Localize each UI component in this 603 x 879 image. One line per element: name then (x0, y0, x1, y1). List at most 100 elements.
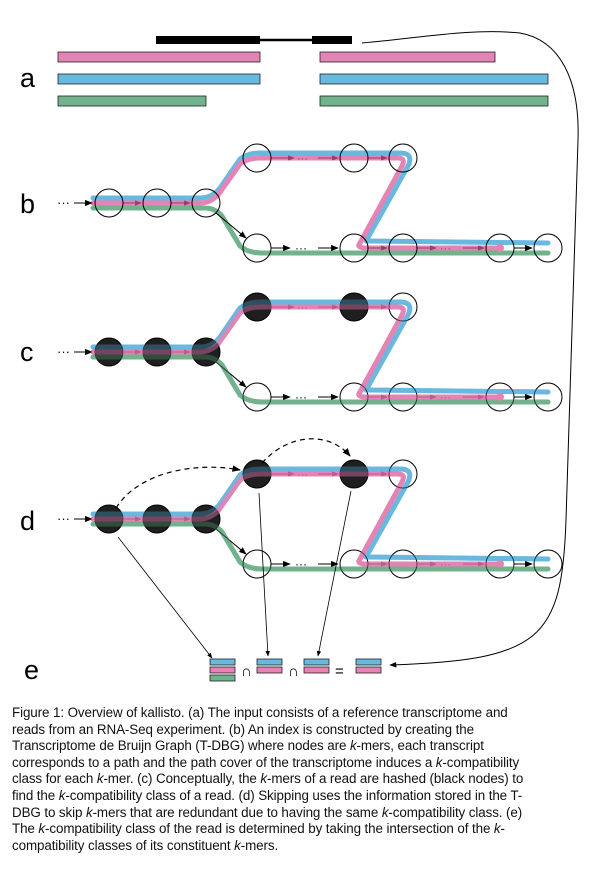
skip-arc (115, 465, 241, 509)
set-operator: = (335, 663, 344, 680)
caption-line: class for each k-mer. (c) Conceptually, … (12, 771, 597, 788)
caption-text: class for each (12, 771, 97, 787)
caption-text: -mers. (240, 837, 279, 853)
caption-italic: k (435, 754, 443, 770)
caption-text: The (12, 821, 39, 837)
transcript-green (57, 95, 549, 107)
caption-text: DBG to skip (12, 804, 86, 820)
class-bar-blue (303, 658, 330, 666)
transcript-path-pink-overlay (90, 471, 501, 567)
kmer-node (339, 143, 369, 173)
kmer-node (388, 549, 418, 579)
transcript-path-green (90, 205, 551, 256)
set-operator: ∩ (288, 663, 299, 680)
set-operator: ∩ (241, 663, 252, 680)
kmer-node (142, 188, 172, 218)
caption-line: compatibility classes of its constituent… (12, 838, 597, 855)
kmer-node-hashed (94, 337, 124, 367)
kmer-node (485, 382, 515, 412)
ellipsis: ··· (297, 153, 308, 165)
read-segment (156, 36, 260, 44)
ellipsis: ··· (440, 243, 451, 255)
panel-b-graph: ············ (57, 143, 563, 263)
kmer-node-hashed (339, 292, 369, 322)
edge-arrow (215, 361, 247, 388)
ellipsis: ··· (440, 392, 451, 404)
caption-line: The k-compatibility class of the read is… (12, 821, 597, 838)
caption-italic: k (493, 821, 501, 837)
class-bar-pink (303, 666, 330, 674)
kmer-node (388, 382, 418, 412)
panel-e: ∩ ∩ = (209, 658, 382, 682)
caption-italic: k (260, 771, 268, 787)
skip-arc (261, 438, 351, 464)
kmer-node (242, 549, 272, 579)
read-to-result-curve (361, 31, 579, 668)
caption-italic: k (85, 804, 93, 820)
kmer-node-hashed (191, 504, 221, 534)
kmer-node (339, 549, 369, 579)
caption-text: Transcriptome de Bruijn Graph (T-DBG) wh… (12, 738, 350, 754)
exon (57, 73, 261, 85)
caption-text: - (500, 821, 505, 837)
kmer-node (242, 382, 272, 412)
class-bar-blue (355, 658, 382, 666)
compatibility-class (355, 658, 382, 674)
edge-arrow (215, 528, 247, 555)
kmer-node (388, 459, 418, 489)
caption-line: find the k-compatibility class of a read… (12, 788, 597, 805)
class-bar-pink (256, 666, 283, 674)
path-end-dot (496, 244, 504, 252)
kmer-node (533, 549, 563, 579)
kmer-connector (258, 492, 270, 657)
kmer-node-hashed (142, 337, 172, 367)
caption-line: Transcriptome de Bruijn Graph (T-DBG) wh… (12, 738, 597, 755)
caption-italic: k (381, 804, 389, 820)
panel-c-graph: ············ (57, 292, 563, 412)
caption-italic: k (349, 738, 357, 754)
caption-italic: k (38, 821, 46, 837)
ellipsis: ··· (295, 557, 307, 571)
read-segment (312, 36, 352, 44)
compatibility-class (256, 658, 283, 674)
kmer-node (191, 188, 221, 218)
compatibility-class (303, 658, 330, 674)
kmer-node (485, 549, 515, 579)
caption-line: corresponds to a path and the path cover… (12, 755, 597, 772)
class-bar-pink (209, 666, 236, 674)
panel-label-a: a (20, 63, 36, 93)
transcript-path-blue-overlay (90, 466, 551, 562)
ellipsis: ··· (57, 511, 70, 526)
caption-text: -mers, each transcript (356, 738, 484, 754)
kmer-node-hashed (339, 459, 369, 489)
ellipsis: ··· (295, 390, 307, 404)
transcript-path-pink (90, 155, 501, 251)
caption-italic: k (58, 787, 66, 803)
transcript-path-blue (90, 150, 551, 246)
caption-line: Figure 1: Overview of kallisto. (a) The … (12, 705, 597, 722)
ellipsis: ··· (295, 241, 307, 255)
transcript-path-blue-overlay (90, 299, 551, 395)
transcript-path-green-overlay (90, 521, 551, 572)
kmer-node (339, 382, 369, 412)
caption-text: compatibility classes of its constituent (12, 837, 235, 853)
caption-italic: k (234, 837, 241, 853)
panel-label-e: e (24, 655, 39, 685)
kmer-node-hashed (191, 337, 221, 367)
transcript-blue (57, 73, 549, 85)
caption-text: -compatibility class. (e) (388, 804, 523, 820)
read (156, 36, 352, 44)
transcript-pink (57, 51, 496, 63)
kmer-node (242, 143, 272, 173)
kmer-node-hashed (142, 504, 172, 534)
class-bar-green (209, 674, 236, 682)
ellipsis: ··· (440, 559, 451, 571)
kmer-node (533, 382, 563, 412)
class-bar-pink (355, 666, 382, 674)
ellipsis: ··· (57, 344, 70, 359)
caption-text: -compatibility class of the read is dete… (45, 821, 494, 837)
kmer-node-hashed (242, 459, 272, 489)
edge-arrow (215, 212, 247, 239)
ellipsis: ··· (297, 469, 308, 481)
class-bar-blue (209, 658, 236, 666)
